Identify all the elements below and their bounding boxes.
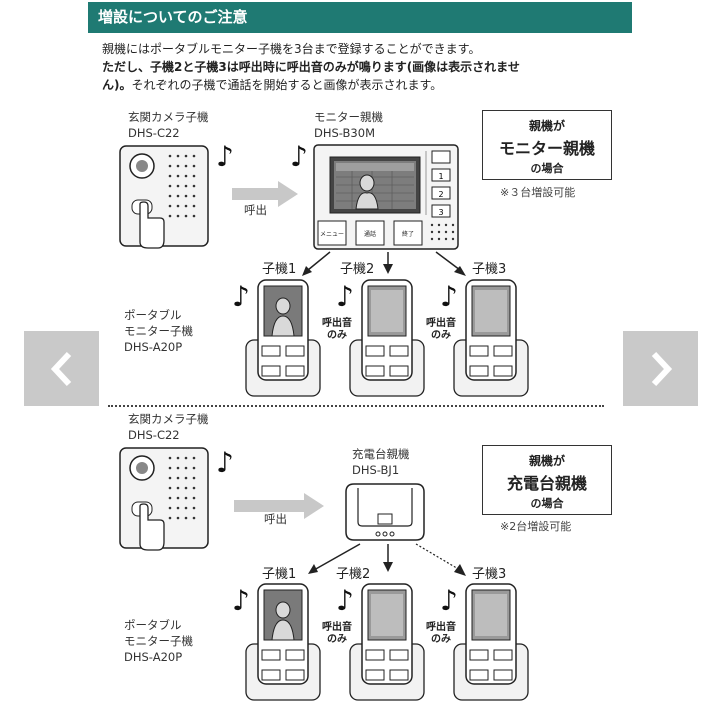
call-arrow-icon [232,181,298,207]
handset2-illustration [349,583,425,701]
camera-label: 玄関カメラ子機 [128,412,209,426]
intro-line3: それぞれの子機で通話を開始すると画像が表示されます。 [131,78,443,92]
svg-text:3: 3 [438,208,443,217]
monitor-label: モニター親機 [314,110,383,124]
camera-model: DHS-C22 [128,126,180,140]
page-title: 増設についてのご注意 [88,2,632,33]
section-divider [108,405,604,407]
prev-button[interactable] [24,331,99,406]
svg-text:2: 2 [438,190,443,199]
monitor-model: DHS-B30M [314,126,375,140]
music-note-icon: ♪ [336,280,354,313]
svg-text:1: 1 [438,172,443,181]
intro-text: 親機にはポータブルモニター子機を3台まで登録することができます。 ただし、子機2… [102,40,622,94]
ring-only-label: 呼出音のみ [322,318,352,341]
info-box-monitor: 親機が モニター親機 の場合 [482,110,612,180]
handset1-label: 子機1 [262,262,297,277]
music-note-icon: ♪ [216,140,234,173]
portable-label: ポータブル [124,618,182,632]
portable-model: DHS-A20P [124,340,183,354]
portable-label: ポータブル [124,308,182,322]
portable-label: モニター子機 [124,634,193,648]
handset2-label: 子機2 [340,262,375,277]
monitor-button-talk: 通話 [363,231,376,238]
info-box-line3: の場合 [530,162,564,175]
music-note-icon: ♪ [216,446,234,479]
info-box-line3: の場合 [530,497,564,510]
handset-arrows [308,543,466,576]
handset3-label: 子機3 [472,567,507,582]
charger-model: DHS-BJ1 [352,463,400,477]
door-camera-illustration [119,447,209,551]
handset2-label: 子機2 [336,567,371,582]
chevron-right-icon [651,351,672,386]
charger-illustration [345,483,425,541]
music-note-icon: ♪ [232,584,250,617]
call-label: 呼出 [244,203,267,217]
handset3-illustration [453,279,529,397]
music-note-icon: ♪ [336,584,354,617]
call-arrow-icon [234,493,324,519]
handset1-label: 子機1 [262,567,297,582]
music-note-icon: ♪ [290,140,308,173]
music-note-icon: ♪ [440,584,458,617]
chevron-left-icon [50,351,71,386]
info-box-note: ※３台増設可能 [500,186,576,199]
charger-label: 充電台親機 [352,447,410,461]
handset-arrows [302,251,466,276]
info-box-line1: 親機が [528,119,565,133]
music-note-icon: ♪ [232,280,250,313]
portable-label: モニター子機 [124,324,193,338]
handset3-label: 子機3 [472,262,507,277]
handset2-illustration [349,279,425,397]
info-box-line2: 充電台親機 [506,474,587,493]
door-camera-illustration [119,145,209,249]
portable-model: DHS-A20P [124,650,183,664]
monitor-button-menu: メニュー [319,231,344,238]
info-box-line1: 親機が [528,454,565,468]
handset3-illustration [453,583,529,701]
intro-line3-bold: ん)。 [102,78,132,92]
camera-model: DHS-C22 [128,428,180,442]
handset1-illustration [245,583,321,701]
next-button[interactable] [623,331,698,406]
info-box-charger: 親機が 充電台親機 の場合 [482,445,612,515]
ring-only-label: 呼出音のみ [426,318,456,341]
info-box-line2: モニター親機 [498,139,595,158]
call-label: 呼出 [264,512,287,526]
monitor-button-end: 終了 [401,231,414,238]
monitor-illustration: 1 2 3 [313,144,459,250]
camera-label: 玄関カメラ子機 [128,110,209,124]
intro-line2: ただし、子機2と子機3は呼出時に呼出音のみが鳴ります(画像は表示されませ [102,60,520,74]
info-box-note: ※2台増設可能 [500,520,572,533]
intro-line1: 親機にはポータブルモニター子機を3台まで登録することができます。 [102,42,481,56]
handset1-illustration [245,279,321,397]
music-note-icon: ♪ [440,280,458,313]
ring-only-label: 呼出音のみ [426,622,456,645]
ring-only-label: 呼出音のみ [322,622,352,645]
